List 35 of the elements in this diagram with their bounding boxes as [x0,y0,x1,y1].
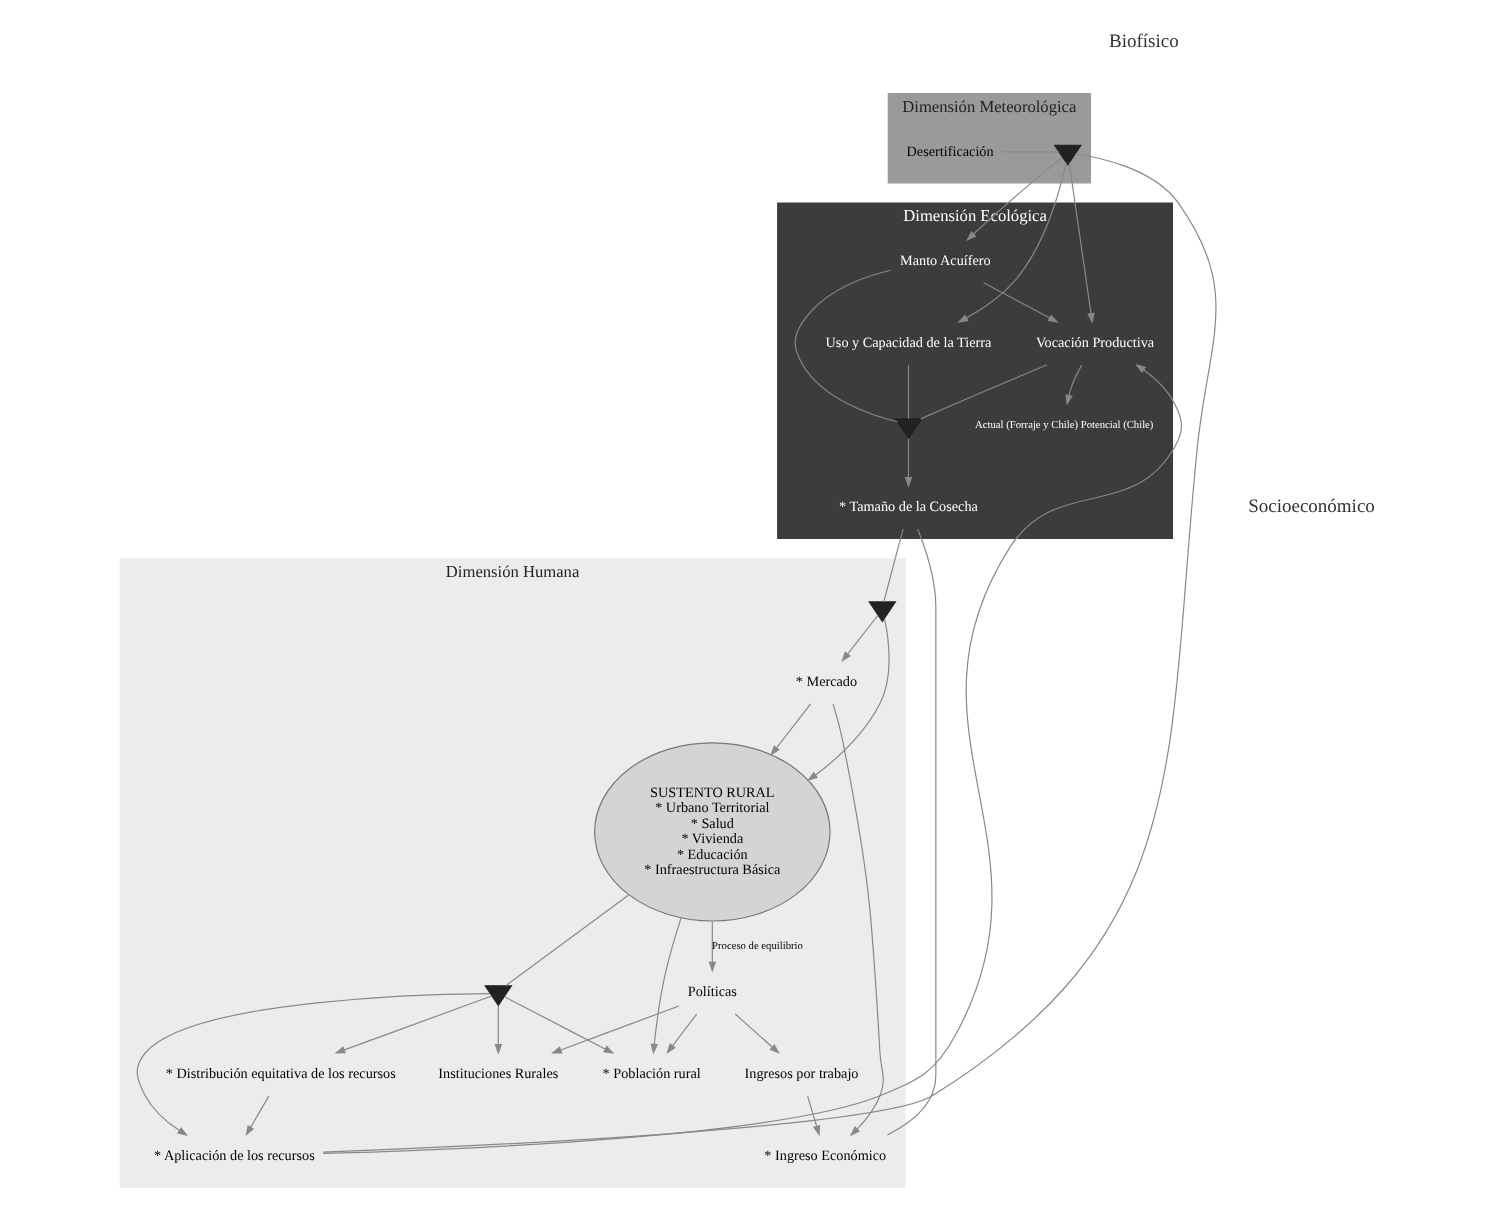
arrow [333,995,492,1054]
arrow [956,161,1066,323]
arrow [965,157,1062,241]
label: Biofísico [1108,33,1178,54]
arrow [244,1095,269,1137]
arrow [806,1095,820,1137]
node-hourglass [1052,144,1081,167]
connector [882,528,903,603]
arrow [707,920,716,973]
connector [321,153,1216,1153]
arrow [649,917,681,1055]
node-hourglass [483,985,512,1007]
arrow [981,282,1058,323]
arrow [502,996,614,1054]
arrow [321,364,1182,1154]
arrow [806,617,889,782]
node-hourglass [893,418,922,440]
label: Socioeconómico [1247,497,1374,518]
arrow [831,703,883,1137]
node-hourglass [867,601,896,623]
connector [919,364,1047,420]
connector [885,528,936,1136]
arrow [493,1005,502,1055]
arrow [733,1013,779,1054]
arrow [135,993,490,1136]
connector [793,269,897,423]
arrow [665,1013,697,1054]
arrow [1064,364,1082,406]
arrow [840,614,878,663]
arrow [903,438,912,488]
arrow [769,703,811,756]
connector [504,894,629,987]
arrow [550,1005,679,1054]
connector [906,364,909,420]
arrow [1067,162,1094,324]
